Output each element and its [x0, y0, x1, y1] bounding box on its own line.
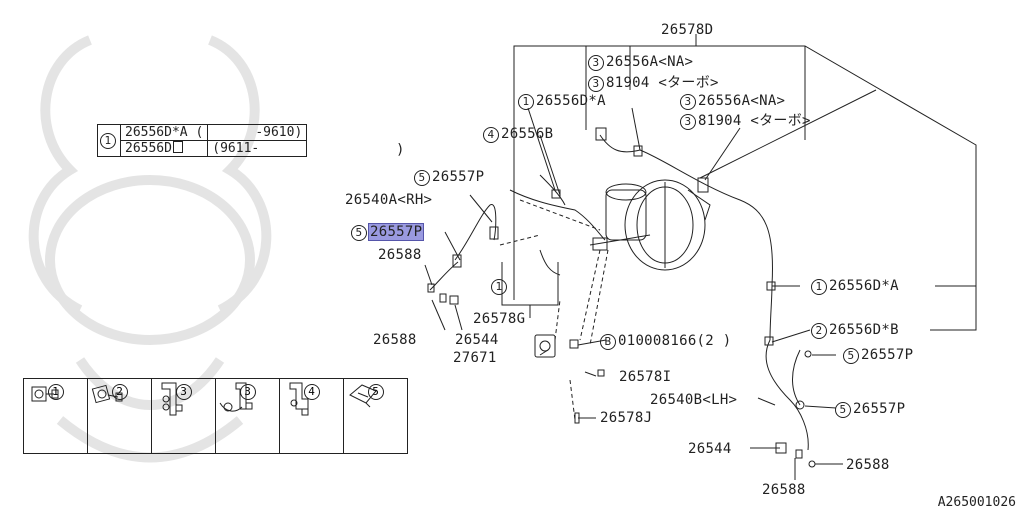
label-text: 26556D*B: [829, 322, 899, 338]
legend-cell-5: 5: [344, 379, 407, 453]
table-cell-part: 26556D*A (: [119, 124, 209, 141]
legend-number: 2: [111, 384, 128, 400]
callout-1-bracket: 1: [491, 278, 509, 295]
callout-B: B: [600, 334, 616, 350]
callout-1: 1: [100, 133, 116, 149]
table-row: 1 26556D*A ( -9610): [97, 124, 308, 157]
parts-legend: 1 2 3 3 4: [23, 378, 408, 454]
table-row: 26556D (9611-: [98, 140, 308, 157]
label-26578I: 26578I: [619, 369, 672, 385]
legend-cell-3b: 3: [216, 379, 280, 453]
table-cell-range: -9610): [207, 124, 308, 141]
part-text: 26556D: [125, 141, 172, 156]
clip-type-2-icon: [91, 384, 123, 404]
clip-type-3b-icon: [219, 382, 253, 412]
legend-number: 4: [303, 384, 320, 400]
callout-3: 3: [680, 114, 696, 130]
label-text: 26556D*A: [536, 93, 606, 109]
label-text: 26556A<NA>: [606, 54, 694, 70]
clip-type-3a-icon: [161, 382, 183, 416]
watermark-emblem-icon: [28, 35, 272, 463]
label-26588-4: 26588: [762, 482, 806, 498]
close-paren: ): [396, 142, 405, 158]
label-text: 26556D*A: [829, 278, 899, 294]
table-cell-part: 26556D: [119, 140, 209, 157]
legend-cell-2: 2: [88, 379, 152, 453]
label-26578G: 26578G: [473, 311, 526, 327]
legend-number: 1: [47, 384, 64, 400]
label-26544-1: 26544: [455, 332, 499, 348]
callout-3: 3: [680, 94, 696, 110]
label-26578D: 26578D: [661, 22, 714, 38]
clip-type-5-icon: [349, 384, 377, 408]
applicability-table: 1 26556D*A ( -9610) 26556D (9611-: [97, 124, 308, 157]
label-26540A-rh: 26540A<RH>: [345, 192, 433, 208]
label-26588-1: 26588: [378, 247, 422, 263]
label-26544-2: 26544: [688, 441, 732, 457]
clip-type-1-icon: [31, 386, 59, 402]
label-27671: 27671: [453, 350, 497, 366]
callout-5: 5: [835, 402, 851, 418]
label-26588-3: 26588: [846, 457, 890, 473]
table-cell-callout: 1: [97, 124, 121, 157]
label-text: 26557P: [432, 169, 485, 185]
label-text: 26557P: [861, 347, 914, 363]
callout-3: 3: [588, 55, 604, 71]
callout-1: 1: [811, 279, 827, 295]
label-26588-2: 26588: [373, 332, 417, 348]
callout-4: 4: [483, 127, 499, 143]
callout-1: 1: [491, 279, 507, 295]
label-text-highlighted[interactable]: 26557P: [367, 223, 425, 241]
label-text: 81904 <ターボ>: [698, 113, 811, 129]
callout-1: 1: [518, 94, 534, 110]
clip-type-4-icon: [289, 382, 309, 416]
label-text: 26556A<NA>: [698, 93, 786, 109]
label-text: 26557P: [853, 401, 906, 417]
figure-code: A265001026: [937, 495, 1016, 510]
label-text: 81904 <ターボ>: [606, 75, 719, 91]
callout-3: 3: [588, 76, 604, 92]
callout-5: 5: [414, 170, 430, 186]
legend-cell-4: 4: [280, 379, 344, 453]
label-text: 26556B: [501, 126, 554, 142]
legend-cell-3a: 3: [152, 379, 216, 453]
table-cell-range: (9611-: [207, 140, 308, 157]
callout-5: 5: [351, 225, 367, 241]
callout-2: 2: [811, 323, 827, 339]
callout-5: 5: [843, 348, 859, 364]
box-glyph-icon: [172, 141, 183, 153]
label-26540B-lh: 26540B<LH>: [650, 392, 738, 408]
legend-cell-1: 1: [24, 379, 88, 453]
label-26578J: 26578J: [600, 410, 653, 426]
label-text: 010008166(2 ): [618, 333, 732, 349]
